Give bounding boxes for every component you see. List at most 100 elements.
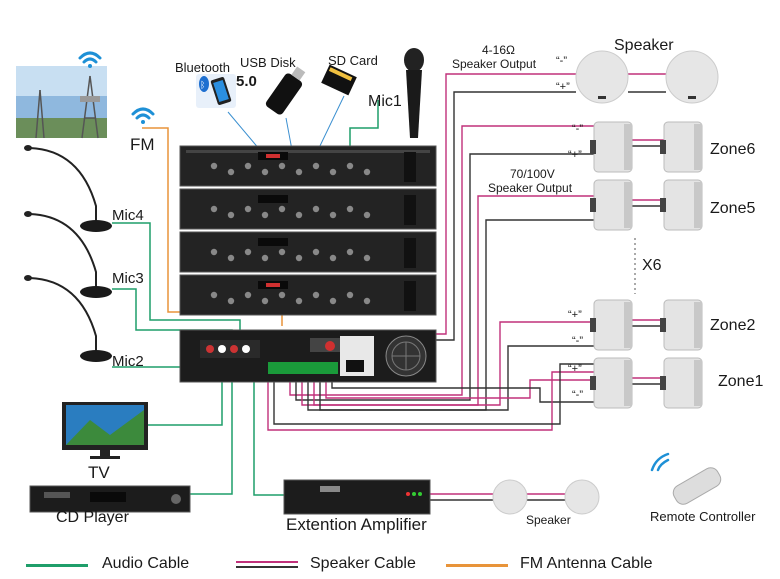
sd-card-label: SD Card (328, 53, 378, 68)
polarity-plus: “+” (568, 309, 582, 321)
fm-label: FM (130, 135, 155, 154)
speaker-output-low-label2: Speaker Output (452, 57, 537, 71)
mic2-label: Mic2 (112, 353, 144, 370)
polarity-minus: “-” (556, 55, 567, 67)
amp-knob (363, 297, 371, 305)
extension-amplifier-label: Extention Amplifier (286, 515, 427, 534)
legend-fm-label: FM Antenna Cable (520, 555, 653, 572)
amp-knob (261, 211, 269, 219)
amp-unit-4 (179, 274, 437, 316)
amp-knob (244, 162, 252, 170)
remote-controller-label: Remote Controller (650, 509, 756, 524)
polarity-plus: “+” (556, 81, 570, 93)
zone1-label: Zone1 (718, 373, 764, 390)
amp-knob (329, 211, 337, 219)
amp-knob (312, 162, 320, 170)
x6-label: X6 (642, 257, 662, 274)
usb-disk-icon (265, 66, 306, 115)
amp-knob (278, 248, 286, 256)
sd-card-icon (321, 64, 357, 96)
wifi-icon-fm (131, 107, 155, 124)
mic4-label: Mic4 (112, 207, 144, 224)
amp-knob (210, 248, 218, 256)
amp-knob (295, 254, 303, 262)
amp-unit-2 (179, 188, 437, 230)
amp-knob (346, 291, 354, 299)
amp-knob (244, 291, 252, 299)
gooseneck-mic-3 (24, 211, 112, 298)
legend-audio-label: Audio Cable (102, 555, 190, 572)
speaker-output-high-label2: Speaker Output (488, 181, 573, 195)
mixer-amplifier-stack (179, 145, 437, 383)
wall-speaker (590, 179, 633, 231)
handheld-microphone-icon (404, 48, 424, 138)
speaker-top-label: Speaker (614, 37, 674, 54)
zone6-label: Zone6 (710, 141, 756, 158)
amp-rear-panel (179, 329, 437, 383)
amp-knob (261, 168, 269, 176)
remote-controller-icon (650, 452, 722, 505)
wall-speaker (590, 357, 633, 409)
amp-knob (329, 254, 337, 262)
polarity-minus: “-” (572, 123, 583, 135)
ceiling-speaker-top-1 (575, 50, 629, 104)
zone5-label: Zone5 (710, 200, 756, 217)
amp-knob (227, 168, 235, 176)
amp-knob (244, 248, 252, 256)
gooseneck-mic-4 (24, 145, 112, 232)
polarity-plus: “+” (568, 363, 582, 375)
amp-unit-3 (179, 231, 437, 273)
polarity-minus: “-” (572, 335, 583, 347)
mic3-label: Mic3 (112, 270, 144, 287)
ceiling-speaker-bottom-1 (492, 479, 528, 515)
mic1-label: Mic1 (368, 93, 402, 110)
fm-antenna-cable (142, 127, 283, 326)
speaker-output-low-label: 4-16Ω (482, 43, 515, 57)
amp-knob (244, 205, 252, 213)
legend-speaker-swatch (236, 561, 298, 568)
amp-knob (329, 297, 337, 305)
wall-speaker (660, 357, 703, 409)
amp-knob (261, 254, 269, 262)
bluetooth-label: Bluetooth (175, 60, 230, 75)
speaker-output-high-label: 70/100V (510, 167, 555, 181)
tv-label: TV (88, 463, 110, 482)
amp-knob (278, 291, 286, 299)
bt-version-label: 5.0 (236, 73, 257, 90)
amp-knob (227, 297, 235, 305)
amp-knob (346, 248, 354, 256)
speaker-bottom-label: Speaker (526, 513, 571, 527)
antenna-tower-photo (16, 66, 107, 139)
amp-knob (363, 211, 371, 219)
wall-speaker (590, 299, 633, 351)
wall-speaker (660, 179, 703, 231)
amp-knob (295, 168, 303, 176)
amp-knob (363, 254, 371, 262)
cd-player-icon (29, 485, 191, 513)
amp-knob (346, 205, 354, 213)
amp-knob (312, 205, 320, 213)
amp-knob (278, 162, 286, 170)
amp-knobs (210, 162, 371, 305)
amp-unit-1 (179, 145, 437, 187)
tv-icon (62, 402, 148, 459)
legend-fm-swatch (446, 564, 508, 567)
legend-audio-swatch (26, 564, 88, 567)
audio-cables (112, 100, 379, 496)
amp-knob (261, 297, 269, 305)
legend-speaker-label: Speaker Cable (310, 555, 416, 572)
amp-knob (295, 297, 303, 305)
ceiling-speaker-bottom-2 (564, 479, 600, 515)
gooseneck-mic-2 (24, 275, 112, 362)
amp-knob (210, 291, 218, 299)
polarity-minus: “-” (572, 389, 583, 401)
amp-knob (210, 162, 218, 170)
amp-knob (312, 248, 320, 256)
amp-knob (210, 205, 218, 213)
amp-knob (363, 168, 371, 176)
amp-knob (278, 205, 286, 213)
speaker-cables (267, 73, 666, 501)
wall-speaker (660, 121, 703, 173)
extension-amplifier-icon (283, 479, 431, 515)
